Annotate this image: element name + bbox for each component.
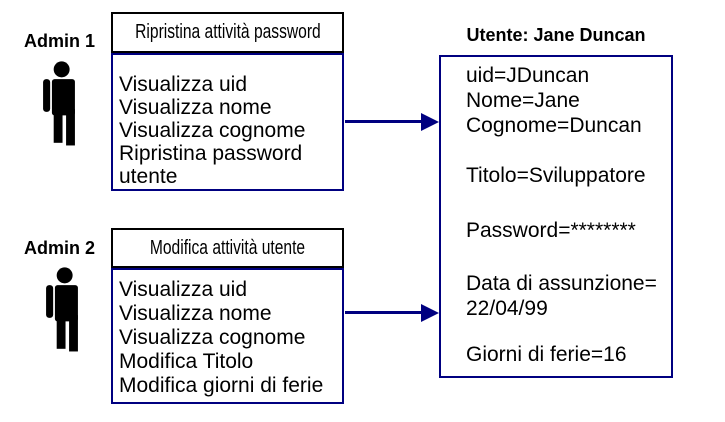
user-title: Utente: Jane Duncan <box>466 25 646 45</box>
admin2-person-icon <box>39 266 85 352</box>
task-item: Visualizza nome <box>119 302 272 325</box>
task-item: Modifica Titolo <box>119 350 254 373</box>
task-item: Visualizza cognome <box>119 326 306 349</box>
user-password-field: Password=******** <box>466 219 636 242</box>
task-item: Visualizza cognome <box>119 119 306 142</box>
arrow1-line <box>345 120 423 123</box>
user-assunzione-value: 22/04/99 <box>466 297 548 320</box>
admin1-label: Admin 1 <box>24 31 96 51</box>
user-assunzione-field: Data di assunzione= <box>466 272 657 295</box>
user-cognome-field: Cognome=Duncan <box>466 114 642 137</box>
admin2-box-header: Modifica attività utente <box>111 228 344 268</box>
task-item: Visualizza uid <box>119 278 248 301</box>
task-item: Visualizza nome <box>119 96 272 119</box>
admin2-label: Admin 2 <box>24 238 96 258</box>
user-nome-field: Nome=Jane <box>466 89 580 112</box>
admin1-box-body: Visualizza uid Visualizza nome Visualizz… <box>111 53 344 191</box>
admin2-box-body: Visualizza uid Visualizza nome Visualizz… <box>111 268 344 404</box>
admin1-box-header: Ripristina attività password <box>111 12 344 53</box>
user-titolo-field: Titolo=Sviluppatore <box>466 164 646 187</box>
user-ferie-field: Giorni di ferie=16 <box>466 343 627 366</box>
user-attributes-box: uid=JDuncan Nome=Jane Cognome=Duncan Tit… <box>439 55 673 378</box>
admin1-box-header-label: Ripristina attività password <box>134 21 321 43</box>
arrow2-head-icon <box>421 304 439 322</box>
task-item: Visualizza uid <box>119 73 248 96</box>
admin2-box-header-label: Modifica attività utente <box>149 236 306 259</box>
task-item: Modifica giorni di ferie <box>119 374 324 397</box>
arrow1-head-icon <box>421 113 439 131</box>
task-item: Ripristina password utente <box>119 142 303 188</box>
admin1-person-icon <box>36 59 82 147</box>
user-uid-field: uid=JDuncan <box>466 64 590 87</box>
arrow2-line <box>345 311 423 314</box>
